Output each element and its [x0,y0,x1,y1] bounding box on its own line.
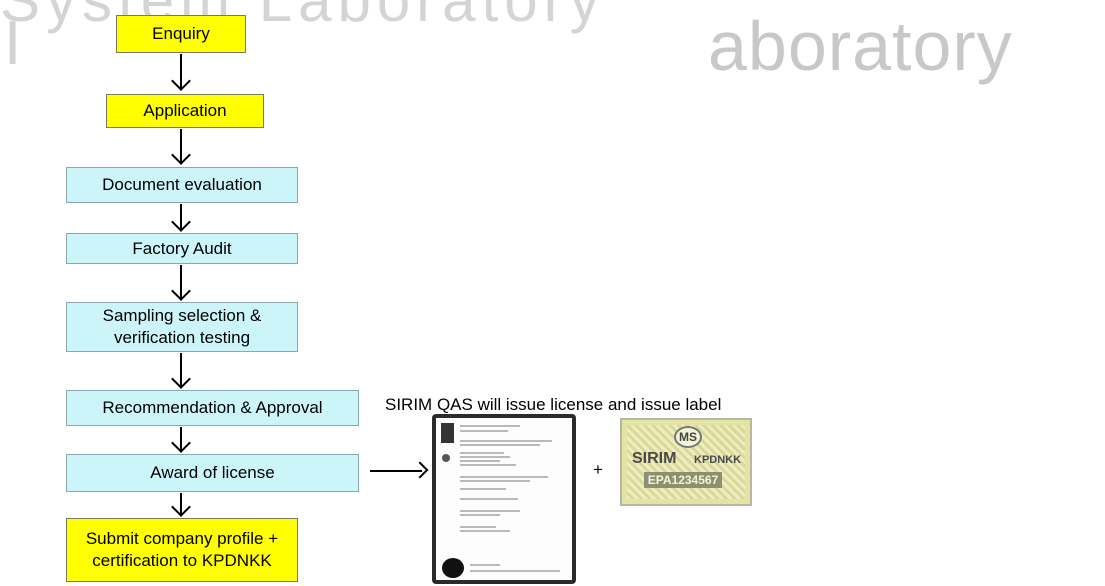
step-factory-audit: Factory Audit [66,233,298,264]
down-arrow-icon [171,54,191,92]
step-submit-profile: Submit company profile + certification t… [66,518,298,582]
license-certificate-image [432,414,576,584]
step-document-evaluation-label: Document evaluation [102,175,262,194]
down-arrow-icon [171,204,191,232]
step-application: Application [106,94,264,128]
right-arrow-icon [370,461,430,479]
label-serial-code: EPA1234567 [644,472,722,488]
background-title-text: System Laboratory [0,0,606,34]
step-recommendation-label: Recommendation & Approval [102,398,323,417]
down-arrow-icon [171,129,191,166]
step-application-label: Application [143,101,227,120]
license-issue-caption: SIRIM QAS will issue license and issue l… [385,395,722,414]
background-letter-text: I [4,9,22,78]
step-submit-label-line1: Submit company profile + [85,529,279,548]
plus-sign: + [593,460,603,479]
down-arrow-icon [171,493,191,517]
step-factory-audit-label: Factory Audit [132,238,232,258]
down-arrow-icon [171,265,191,301]
down-arrow-icon [171,427,191,453]
step-sampling-verification: Sampling selection & verification testin… [66,302,298,352]
step-document-evaluation: Document evaluation [66,167,298,203]
down-arrow-icon [171,353,191,389]
background-laboratory-text: aboratory [708,7,1013,85]
step-sampling-label-line2: verification testing [113,328,251,347]
step-award-label: Award of license [150,463,275,482]
step-award-of-license: Award of license [66,454,359,492]
step-recommendation-approval: Recommendation & Approval [66,390,359,426]
sirim-label-image: MS SIRIM KPDNKK EPA1234567 [620,418,752,506]
label-sirim-text: SIRIM [632,450,677,467]
step-enquiry-label: Enquiry [152,24,210,43]
step-enquiry: Enquiry [116,15,246,53]
label-kpdnkk-text: KPDNKK [694,454,742,466]
ms-mark-icon: MS [674,426,702,448]
step-sampling-label-line1: Sampling selection & [102,306,262,325]
step-submit-label-line2: certification to KPDNKK [92,551,272,570]
